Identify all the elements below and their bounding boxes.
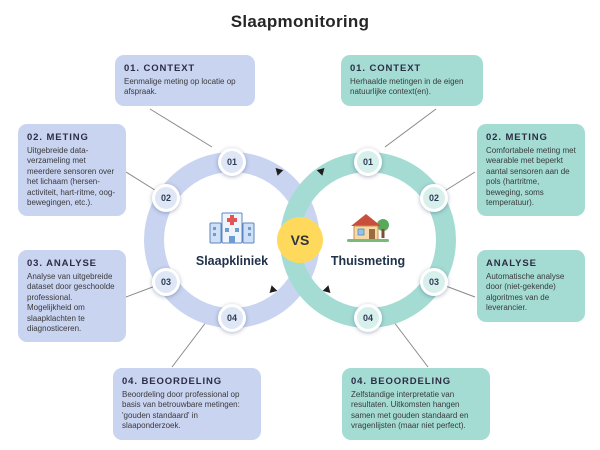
card-heading: ANALYSE (486, 258, 537, 269)
left-context-card: 01. CONTEXT Eenmalige meting op locatie … (115, 55, 255, 106)
left-node-01: 01 (218, 148, 246, 176)
right-node-03: 03 (420, 268, 448, 296)
slaapkliniek-label: Slaapkliniek (195, 254, 269, 268)
card-body: Beoordeling door professional op basis v… (122, 390, 240, 431)
right-analyse-card: ANALYSE Automatische analyse door (niet-… (477, 250, 585, 322)
right-node-04: 04 (354, 304, 382, 332)
right-node-02: 02 (420, 184, 448, 212)
left-node-02: 02 (152, 184, 180, 212)
slaapkliniek-center: Slaapkliniek (164, 210, 300, 268)
left-beoordeling-card: 04. BEOORDELING Beoordeling door profess… (113, 368, 261, 440)
card-heading: 04. BEOORDELING (351, 376, 452, 387)
card-body: Automatische analyse door (niet-gekende)… (486, 272, 565, 313)
thuismeting-center: Thuismeting (300, 210, 436, 268)
card-heading: 02. METING (27, 132, 89, 143)
card-body: Herhaalde metingen in de eigen natuurlij… (350, 77, 464, 97)
hospital-icon (209, 210, 255, 249)
card-heading: 02. METING (486, 132, 548, 143)
vs-badge: VS (277, 217, 323, 263)
left-analyse-card: 03. ANALYSE Analyse van uitgebreide data… (18, 250, 126, 343)
right-node-01: 01 (354, 148, 382, 176)
card-heading: 04. BEOORDELING (122, 376, 223, 387)
card-body: Eenmalige meting op locatie op afspraak. (124, 77, 236, 97)
card-heading: 01. CONTEXT (350, 63, 422, 74)
left-node-04: 04 (218, 304, 246, 332)
card-body: Comfortabele meting met wearable met bep… (486, 146, 576, 207)
right-beoordeling-card: 04. BEOORDELING Zelfstandige interpretat… (342, 368, 490, 440)
card-body: Analyse van uitgebreide dataset door ges… (27, 272, 115, 333)
card-body: Uitgebreide data-verzameling met meerder… (27, 146, 116, 207)
card-body: Zelfstandige interpretatie van resultate… (351, 390, 469, 431)
left-node-03: 03 (152, 268, 180, 296)
right-meting-card: 02. METING Comfortabele meting met weara… (477, 124, 585, 217)
card-heading: 01. CONTEXT (124, 63, 196, 74)
left-meting-card: 02. METING Uitgebreide data-verzameling … (18, 124, 126, 217)
thuismeting-label: Thuismeting (330, 254, 406, 268)
page-title: Slaapmonitoring (230, 12, 370, 31)
right-context-card: 01. CONTEXT Herhaalde metingen in de eig… (341, 55, 483, 106)
house-icon (345, 210, 391, 249)
card-heading: 03. ANALYSE (27, 258, 97, 269)
